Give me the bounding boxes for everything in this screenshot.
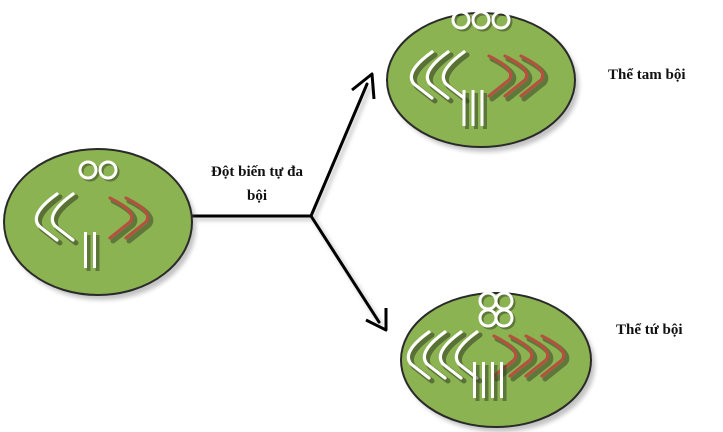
arrow-up-head-icon (351, 72, 376, 100)
c-chromosome-group (406, 330, 483, 384)
c-chromosome-icon (409, 50, 434, 100)
tetraploid-label: Thể tứ bội (616, 322, 683, 338)
arrow-down-shaft (309, 214, 381, 324)
red-chromosome-group (108, 196, 154, 244)
cell-body (400, 292, 592, 428)
red-chromosome-icon (524, 334, 550, 378)
red-chromosome-icon (519, 54, 545, 98)
c-chromosome-icon (422, 330, 447, 380)
red-chromosome-icon (508, 334, 534, 378)
red-chromosome-icon (540, 334, 566, 378)
red-chromosome-icon (503, 54, 529, 98)
rod-chromosome-group (473, 362, 507, 401)
ring-chromosome-icon (471, 10, 491, 30)
ring-chromosome-icon (451, 10, 471, 30)
c-chromosome-icon (406, 330, 431, 380)
ring-chromosome-group (78, 160, 120, 182)
mutation-label-line2: bội (246, 188, 267, 204)
branch-arrow-icon (191, 72, 388, 332)
c-chromosome-icon (34, 192, 59, 242)
c-chromosome-icon (50, 192, 75, 242)
mutation-label-line1: Đột biến tự đa (211, 164, 303, 180)
c-chromosome-icon (441, 50, 466, 100)
red-chromosome-icon (124, 196, 150, 240)
triploid-label: Thể tam bội (608, 67, 686, 83)
red-chromosome-group (492, 334, 570, 382)
c-chromosome-icon (438, 330, 463, 380)
c-chromosome-group (409, 50, 470, 104)
red-chromosome-group (487, 54, 549, 102)
tetraploid-cell (400, 291, 595, 432)
arrow-down-head-icon (365, 308, 388, 332)
ring-chromosome-icon (98, 160, 118, 180)
diploid-cell (3, 148, 196, 300)
c-chromosome-group (34, 192, 79, 246)
arrow-up-shaft (309, 82, 369, 218)
red-chromosome-icon (108, 196, 134, 240)
ring-chromosome-icon (494, 308, 514, 328)
triploid-cell (386, 10, 579, 152)
c-chromosome-icon (454, 330, 479, 380)
ring-chromosome-icon (491, 10, 511, 30)
mutation-label: Đột biến tự đa bội (186, 160, 328, 208)
c-chromosome-icon (425, 50, 450, 100)
red-chromosome-icon (492, 334, 518, 378)
red-chromosome-icon (487, 54, 513, 98)
ring-chromosome-group (451, 10, 513, 32)
rod-chromosome-group (462, 90, 487, 129)
ring-chromosome-group (478, 291, 516, 330)
cell-body (3, 148, 193, 296)
ring-chromosome-icon (78, 160, 98, 180)
rod-chromosome-group (84, 232, 100, 271)
